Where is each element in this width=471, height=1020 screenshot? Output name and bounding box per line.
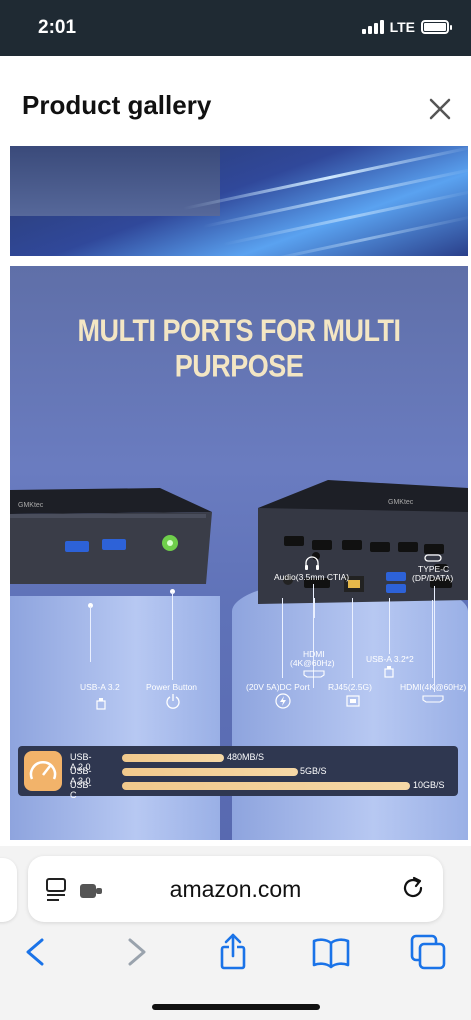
speedometer-icon: [24, 751, 62, 791]
hdmi-label-2: (4K@60Hz): [290, 658, 335, 668]
battery-icon: [421, 20, 452, 34]
power-icon: [166, 694, 180, 709]
power-button-label: Power Button: [146, 682, 198, 692]
usb-a-32x2-label: USB-A 3.2*2: [366, 654, 414, 664]
type-c-label-2: (DP/DATA): [412, 573, 454, 583]
forward-icon[interactable]: [116, 932, 156, 972]
safari-toolbar: amazon.com: [0, 846, 471, 1020]
gallery-header: Product gallery: [0, 56, 471, 146]
headphones-icon: [305, 556, 319, 570]
address-bar[interactable]: amazon.com: [28, 856, 443, 922]
type-c-icon: [424, 554, 442, 562]
gallery-image-ports[interactable]: MULTI PORTS FOR MULTI PURPOSE GMKtec: [10, 266, 468, 840]
close-button[interactable]: [423, 92, 457, 126]
hdmi-4k-label: HDMI(4K@60Hz): [400, 682, 467, 692]
rj45-label: RJ45(2.5G): [328, 682, 372, 692]
svg-text:GMKtec: GMKtec: [18, 502, 44, 509]
pedestal-right: [232, 578, 468, 840]
status-bar: 2:01 LTE: [0, 0, 471, 56]
back-icon[interactable]: [16, 932, 56, 972]
usb-icon-2: [384, 666, 394, 678]
status-time: 2:01: [38, 17, 77, 38]
hdmi-label-1: HDMI: [303, 649, 325, 659]
dc-port-label: (20V 5A)DC Port: [246, 682, 310, 692]
product-gallery[interactable]: MULTI PORTS FOR MULTI PURPOSE GMKtec: [0, 146, 471, 846]
mini-pc-rear: GMKtec: [258, 480, 468, 604]
status-icons: LTE: [361, 19, 452, 35]
home-indicator[interactable]: [152, 1004, 320, 1010]
hdmi-icon: [303, 670, 325, 678]
usb-a-32-label: USB-A 3.2: [80, 682, 120, 692]
tabs-icon[interactable]: [408, 932, 448, 972]
close-icon: [429, 98, 451, 120]
speed-value: 480MB/S: [227, 752, 265, 762]
url-text: amazon.com: [169, 876, 302, 902]
speed-comparison-panel: USB-A 2.0 480MB/S USB-A 3.0 5GB/S USB-C …: [18, 746, 458, 800]
share-icon[interactable]: [213, 932, 253, 972]
page-title: Product gallery: [22, 90, 212, 120]
dc-power-icon: [275, 693, 291, 709]
audio-port-label: Audio(3.5mm CTIA): [274, 572, 350, 582]
hdmi-icon-2: [422, 695, 444, 703]
speed-value: 5GB/S: [300, 766, 327, 776]
type-c-label-1: TYPE-C: [418, 564, 450, 574]
bookmarks-icon[interactable]: [311, 932, 351, 972]
previous-tab[interactable]: [0, 858, 17, 922]
ethernet-icon: [346, 695, 360, 707]
pedestal-left: [10, 596, 220, 840]
speed-value: 10GB/S: [413, 780, 445, 790]
mini-pc-front: GMKtec: [10, 488, 212, 584]
signal-icon: [361, 20, 384, 34]
svg-text:GMKtec: GMKtec: [388, 499, 414, 506]
speed-name: USB-C: [70, 780, 92, 800]
speed-name: USB-A 3.0: [70, 766, 92, 786]
network-label: LTE: [389, 19, 415, 35]
gallery-image-previous[interactable]: [10, 146, 468, 256]
speed-name: USB-A 2.0: [70, 752, 92, 772]
reader-extensions-icon[interactable]: [44, 876, 108, 904]
reload-icon[interactable]: [399, 874, 427, 902]
usb-icon: [96, 698, 106, 710]
image-headline: MULTI PORTS FOR MULTI PURPOSE: [77, 313, 401, 384]
